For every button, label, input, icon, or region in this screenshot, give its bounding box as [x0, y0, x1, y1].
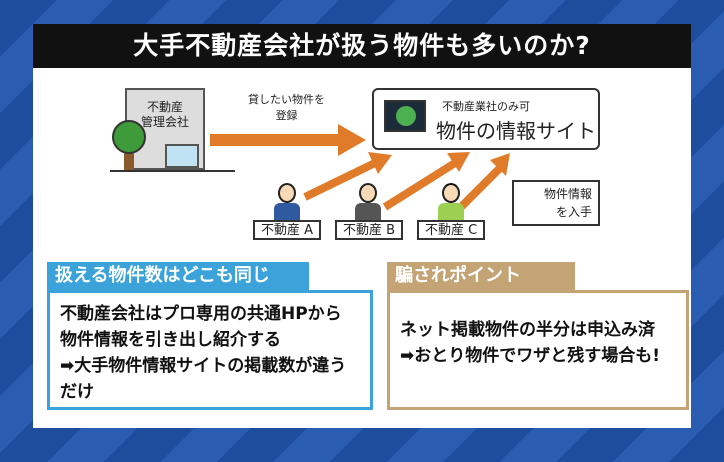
page-title: 大手不動産会社が扱う物件も多いのか? — [33, 24, 691, 68]
agent-c-icon — [438, 183, 464, 221]
site-title: 物件の情報サイト — [436, 119, 596, 143]
agent-b-label: 不動産 B — [335, 220, 404, 240]
register-arrow — [210, 124, 366, 156]
arrow-c — [457, 165, 503, 211]
left-line-1: 不動産会社はプロ専用の共通HPから — [60, 304, 342, 324]
tree-icon — [112, 120, 146, 154]
left-box-header: 扱える物件数はどこも同じ — [47, 262, 309, 290]
management-company-building: 不動産 管理会社 — [125, 88, 205, 170]
tree-trunk-icon — [124, 148, 134, 170]
arrow-c-head — [490, 153, 510, 176]
left-line-2: 物件情報を引き出し紹介する — [60, 330, 281, 350]
register-label: 貸したい物件を 登録 — [248, 93, 325, 122]
right-line-1: ネット掲載物件の半分は申込み済 — [400, 320, 655, 340]
agent-c-label: 不動産 C — [417, 220, 486, 240]
arrow-b — [382, 159, 458, 211]
left-line-3: ➡大手物件情報サイトの掲載数が違うだけ — [60, 356, 347, 402]
agent-b-icon — [355, 183, 381, 221]
right-box-header: 騙されポイント — [387, 262, 575, 290]
agent-a-icon — [274, 183, 300, 221]
arrow-a — [303, 159, 377, 201]
arrow-b-head — [447, 152, 470, 172]
right-line-2: ➡おとり物件でワザと残す場合も! — [400, 346, 660, 366]
management-company-label: 不動産 管理会社 — [140, 100, 189, 129]
arrow-a-head — [368, 152, 392, 174]
ground-line — [110, 170, 235, 172]
site-subtitle: 不動産業社のみ可 — [442, 100, 530, 113]
monitor-icon — [384, 100, 426, 132]
property-info-site: 不動産業社のみ可 物件の情報サイト — [372, 88, 600, 150]
right-box: ネット掲載物件の半分は申込み済 ➡おとり物件でワザと残す場合も! — [387, 290, 689, 410]
left-box: 不動産会社はプロ専用の共通HPから 物件情報を引き出し紹介する ➡大手物件情報サ… — [47, 290, 373, 410]
speech-bubble: 物件情報 を入手 — [512, 180, 600, 226]
agent-a-label: 不動産 A — [253, 220, 322, 240]
door-icon — [165, 144, 199, 168]
